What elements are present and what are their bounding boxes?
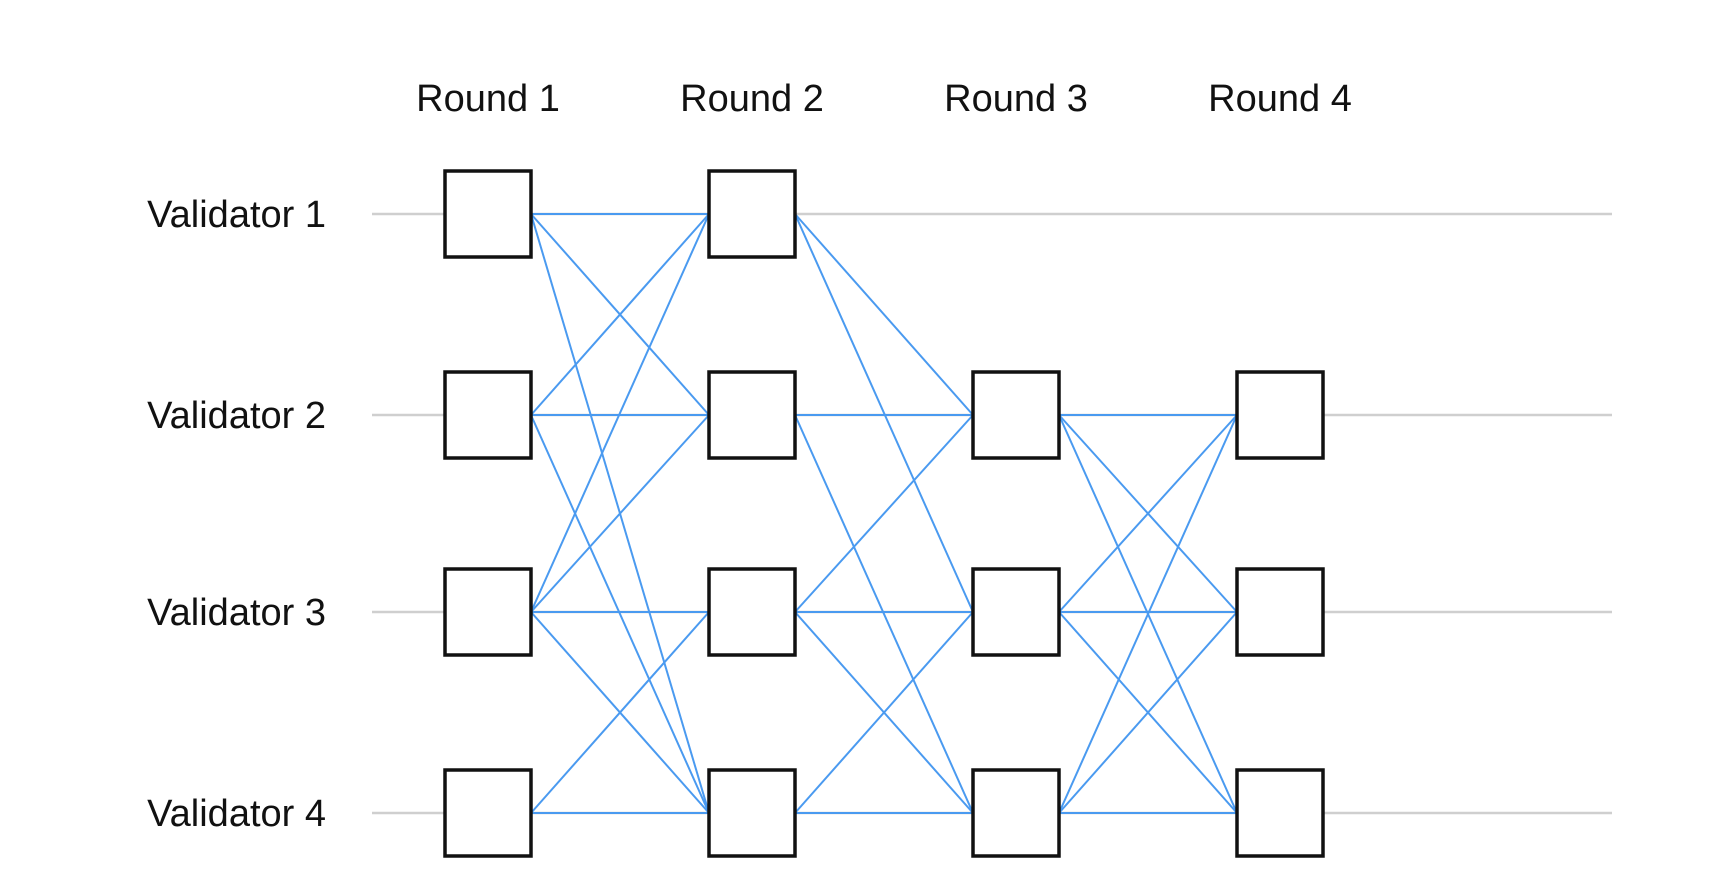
node-round-4-validator-2 — [1235, 370, 1325, 460]
node-round-2-validator-4 — [707, 768, 797, 858]
validator-label-3: Validator 3 — [147, 592, 326, 634]
dag-nodes — [443, 169, 1325, 858]
edge-r3v4-r4v2 — [1058, 414, 1238, 814]
round-label-4: Round 4 — [1208, 78, 1352, 120]
round-label-2: Round 2 — [680, 78, 824, 120]
validator-label-1: Validator 1 — [147, 194, 326, 236]
edge-r1v3-r2v1 — [530, 213, 710, 613]
round-label-3: Round 3 — [944, 78, 1088, 120]
edge-r3v3-r4v2 — [1058, 414, 1238, 613]
validator-label-2: Validator 2 — [147, 395, 326, 437]
edge-r2v1-r3v2 — [794, 213, 974, 416]
edge-r1v2-r2v4 — [530, 414, 710, 814]
node-round-2-validator-3 — [707, 567, 797, 657]
validator-label-4: Validator 4 — [147, 793, 326, 835]
edge-r3v4-r4v3 — [1058, 611, 1238, 814]
node-round-1-validator-4 — [443, 768, 533, 858]
node-round-4-validator-3 — [1235, 567, 1325, 657]
round-label-1: Round 1 — [416, 78, 560, 120]
edge-r2v1-r3v3 — [794, 213, 974, 613]
node-round-3-validator-2 — [971, 370, 1061, 460]
node-round-1-validator-3 — [443, 567, 533, 657]
edge-r1v2-r2v1 — [530, 213, 710, 416]
node-round-1-validator-1 — [443, 169, 533, 259]
node-round-2-validator-2 — [707, 370, 797, 460]
edge-r1v4-r2v3 — [530, 611, 710, 814]
edge-r2v2-r3v4 — [794, 414, 974, 814]
validator-headers: Validator 1 Validator 2 Validator 3 Vali… — [147, 194, 326, 835]
node-round-2-validator-1 — [707, 169, 797, 259]
node-round-1-validator-2 — [443, 370, 533, 460]
node-round-4-validator-4 — [1235, 768, 1325, 858]
edge-r1v3-r2v2 — [530, 414, 710, 613]
dag-edges — [530, 213, 1238, 814]
round-headers: Round 1 Round 2 Round 3 Round 4 — [416, 78, 1352, 120]
edge-r2v3-r3v2 — [794, 414, 974, 613]
node-round-3-validator-3 — [971, 567, 1061, 657]
edge-r2v4-r3v3 — [794, 611, 974, 814]
node-round-3-validator-4 — [971, 768, 1061, 858]
